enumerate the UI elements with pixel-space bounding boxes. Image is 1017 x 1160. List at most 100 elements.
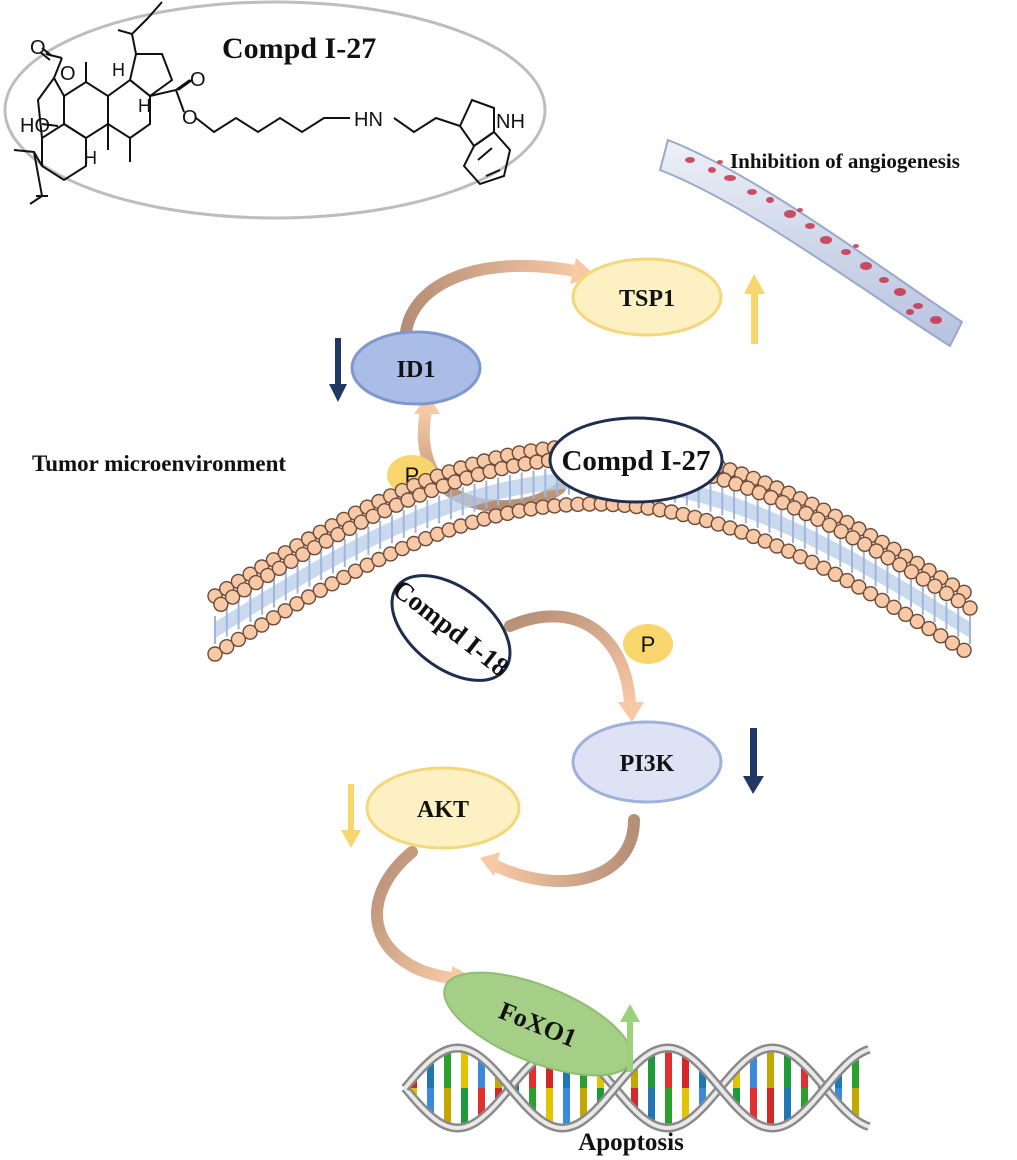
- membrane-lipid-head: [915, 571, 931, 587]
- membrane-lipid-head: [921, 620, 937, 637]
- dna-base-pair: [478, 1088, 485, 1119]
- dna-strand-b-highlight: [403, 1045, 870, 1131]
- node-pi3k-label: PI3K: [620, 751, 675, 777]
- id1-down-arrow: [329, 338, 347, 402]
- atom-h-3: H: [84, 148, 97, 168]
- dna-base-pair: [733, 1088, 740, 1107]
- membrane-lipid-head: [260, 567, 276, 584]
- membrane-lipid-head: [213, 596, 229, 612]
- membrane-lipid-head: [341, 520, 358, 536]
- membrane-lipid-head: [312, 582, 328, 598]
- vessel-tube: [658, 138, 964, 348]
- dna-base-pair: [597, 1070, 604, 1088]
- membrane-lipid-head: [224, 589, 241, 605]
- structure-outline-ellipse: [3, 0, 547, 220]
- membrane-lipid-head: [851, 579, 867, 595]
- arrowhead-akt: [480, 852, 500, 876]
- membrane-lipid-head: [324, 576, 340, 592]
- membrane-lipid-head: [283, 553, 299, 569]
- dna-base-pair: [427, 1088, 434, 1116]
- atom-amine: HN: [354, 109, 383, 131]
- apoptosis-label: Apoptosis: [578, 1129, 684, 1156]
- dna-base-pair: [852, 1056, 859, 1088]
- vessel-blood-cells: [685, 157, 942, 324]
- dna-base-pair: [665, 1048, 672, 1088]
- dna-base-pair: [835, 1072, 842, 1088]
- membrane-lipid-head: [944, 635, 961, 651]
- membrane-lipid-head: [289, 596, 305, 612]
- membrane-compound-top: Compd I-27: [548, 416, 724, 504]
- dna-base-pair: [835, 1088, 842, 1104]
- node-id1-label: ID1: [397, 357, 436, 383]
- membrane-lipid-head: [330, 526, 346, 543]
- membrane-lipid-head: [236, 582, 253, 598]
- membrane-lipid-head: [956, 642, 972, 658]
- dna-base-pair: [801, 1064, 808, 1088]
- dna-double-helix: [401, 1043, 871, 1133]
- dna-base-pair: [648, 1088, 655, 1124]
- chemical-structure-drawing: [13, 1, 512, 205]
- dna-base-pair: [699, 1067, 706, 1088]
- dna-base-pair: [597, 1088, 604, 1106]
- dna-base-pair: [682, 1088, 689, 1123]
- dna-base-pair: [563, 1088, 570, 1128]
- atom-ester-o: O: [182, 107, 198, 129]
- dna-base-pair: [801, 1088, 808, 1112]
- blood-vessel-illustration: Inhibition of angiogenesis: [658, 138, 964, 348]
- membrane-lipid-head: [897, 606, 914, 622]
- membrane-compound-bottom-label: Compd I-18: [387, 573, 515, 682]
- membrane-lipid-head: [927, 578, 943, 594]
- membrane-lipid-head: [868, 543, 885, 559]
- atom-h-1: H: [112, 60, 125, 80]
- node-id1: ID1: [350, 330, 482, 406]
- membrane-lipid-head: [271, 560, 288, 576]
- membrane-lipid-head: [254, 617, 270, 633]
- membrane-lipid-head: [880, 550, 896, 566]
- membrane-lipid-head: [318, 533, 334, 549]
- atom-ester-o-top: O: [190, 69, 206, 91]
- arrow-akt-to-foxo1: [371, 846, 462, 984]
- tsp1-up-arrow: [744, 274, 765, 344]
- dna-strand-a-highlight: [403, 1045, 870, 1131]
- atom-ketone-o: O: [30, 37, 46, 59]
- membrane-lipid-head: [833, 523, 849, 540]
- membrane-lipid-head: [874, 592, 890, 609]
- node-tsp1: TSP1: [571, 257, 723, 337]
- atom-ring-o: O: [60, 63, 76, 85]
- dna-base-pair: [478, 1057, 485, 1088]
- dna-base-pair: [682, 1053, 689, 1088]
- membrane-lipid-head: [962, 600, 978, 616]
- dna-base-pair: [733, 1069, 740, 1088]
- atom-indole-nh: NH: [496, 111, 525, 133]
- membrane-lipid-head: [909, 613, 925, 630]
- node-akt-label: AKT: [417, 797, 469, 823]
- membrane-lipid-head: [816, 560, 832, 576]
- node-pi3k: PI3K: [571, 720, 723, 804]
- node-akt: AKT: [365, 766, 521, 850]
- membrane-lipid-head: [821, 517, 838, 533]
- dna-base-pair: [444, 1088, 451, 1126]
- dna-base-pair: [529, 1063, 536, 1088]
- membrane-lipid-head: [295, 546, 311, 563]
- dna-base-pair: [427, 1060, 434, 1088]
- arrowhead-pi3k: [618, 702, 644, 722]
- membrane-lipid-head: [336, 569, 352, 586]
- dna-base-pair: [784, 1051, 791, 1088]
- compound-structure-panel: Compd I-27: [3, 0, 547, 220]
- membrane-lipid-head: [827, 566, 844, 582]
- membrane-lipid-head: [938, 585, 955, 602]
- membrane-lipid-head: [903, 564, 920, 580]
- akt-down-arrow: [341, 784, 361, 848]
- dna-base-pair: [631, 1066, 638, 1088]
- dna-base-pair: [852, 1088, 859, 1120]
- membrane-lipid-head: [933, 628, 949, 644]
- membrane-lipid-head: [306, 540, 323, 556]
- dna-base-pair: [546, 1088, 553, 1125]
- atom-hydroxyl: HO: [20, 115, 50, 137]
- membrane-compound-top-label: Compd I-27: [561, 445, 710, 477]
- dna-base-pair: [767, 1048, 774, 1088]
- dna-base-pair: [546, 1051, 553, 1088]
- dna-base-pair: [580, 1088, 587, 1121]
